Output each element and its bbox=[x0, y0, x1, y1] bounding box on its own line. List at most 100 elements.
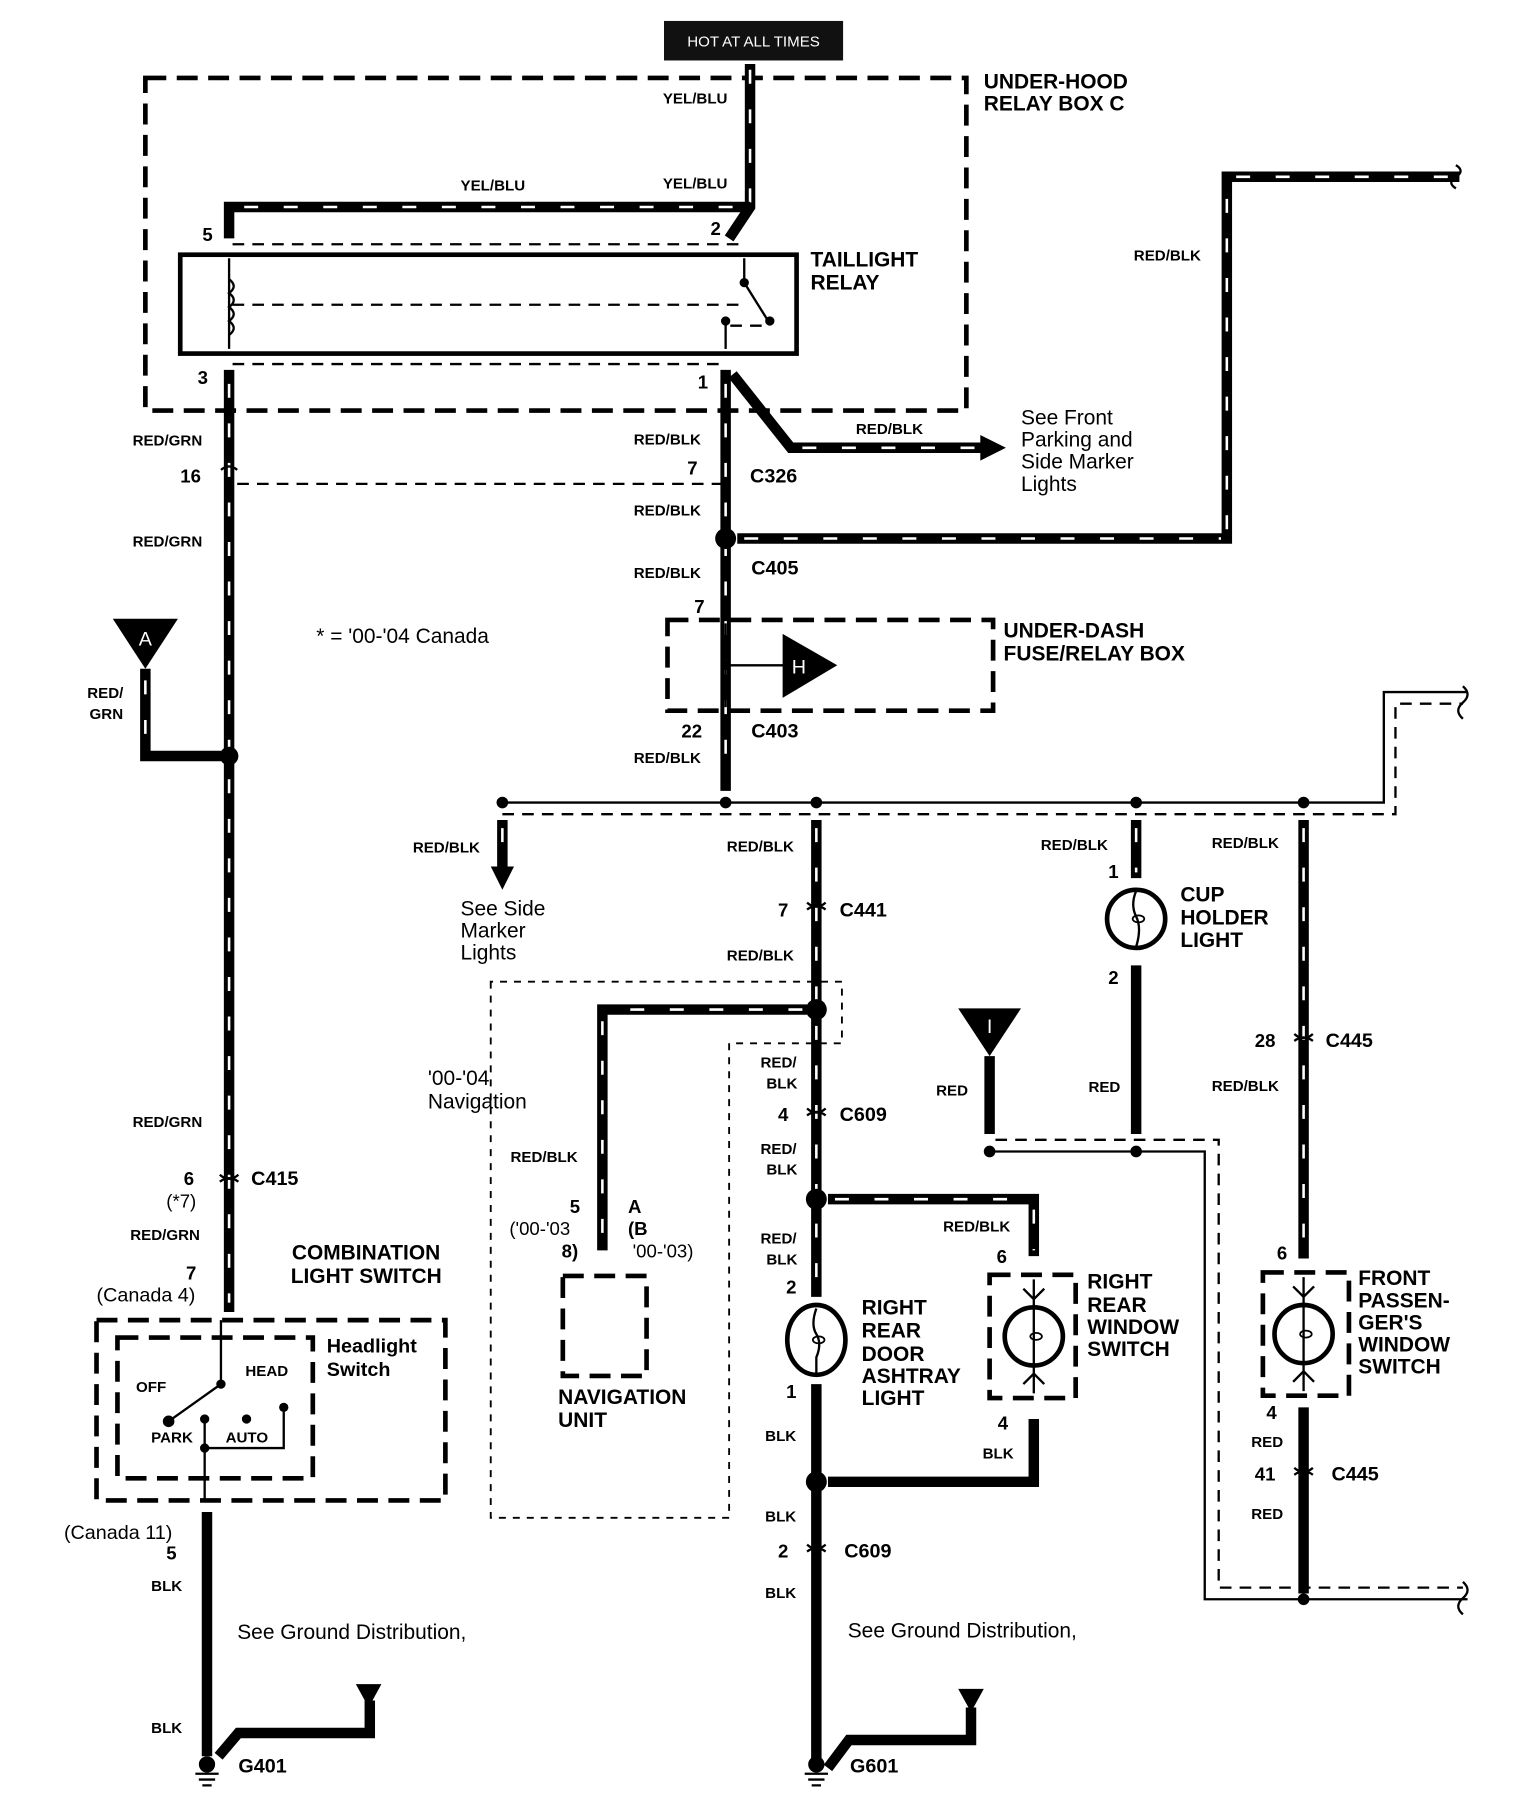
front-passenger-window-switch-label-3: GER'S bbox=[1358, 1311, 1422, 1334]
wire-label: RED/GRN bbox=[130, 1227, 200, 1244]
wire-label: YEL/BLU bbox=[663, 91, 728, 108]
pin-label: A bbox=[628, 1196, 641, 1217]
front-passenger-window-switch-label-4: WINDOW bbox=[1358, 1334, 1450, 1357]
see-side-marker-3: Lights bbox=[461, 942, 517, 965]
switch-position-park: PARK bbox=[151, 1429, 193, 1446]
right-rear-window-switch-label-3: WINDOW bbox=[1087, 1316, 1179, 1339]
ashtray-light-bulb bbox=[784, 1302, 1040, 1787]
wire-label: RED/ bbox=[761, 1141, 798, 1158]
wire-redgrn-trunk bbox=[220, 369, 721, 1312]
under-dash-fuse-box-label-2: FUSE/RELAY BOX bbox=[1004, 643, 1185, 666]
taillight-relay-label-1: TAILLIGHT bbox=[811, 248, 919, 271]
front-passenger-window-switch-label-2: PASSEN- bbox=[1358, 1289, 1449, 1312]
wire-label: YEL/BLU bbox=[461, 178, 526, 195]
wire-side-marker-branch bbox=[490, 819, 514, 890]
wire-label: RED/BLK bbox=[634, 431, 701, 448]
pin-label: 5 bbox=[202, 224, 212, 245]
wire-label: RED/ bbox=[761, 1230, 798, 1247]
wire-label: RED bbox=[936, 1083, 968, 1100]
under-hood-relay-box-label-1: UNDER-HOOD bbox=[984, 70, 1128, 93]
wire-label: GRN bbox=[90, 706, 124, 723]
pin-label: 16 bbox=[180, 466, 201, 487]
pin-label: (Canada 11) bbox=[64, 1522, 172, 1544]
wire-label: RED/BLK bbox=[1041, 837, 1108, 854]
wire-label: BLK bbox=[765, 1428, 796, 1445]
wire-label: RED bbox=[1251, 1434, 1283, 1451]
cup-holder-label-3: LIGHT bbox=[1180, 929, 1243, 952]
power-source-text: HOT AT ALL TIMES bbox=[687, 34, 820, 51]
canada-note: * = '00-'04 Canada bbox=[316, 625, 489, 648]
wire-label: RED/BLK bbox=[727, 838, 794, 855]
cup-holder-light bbox=[1104, 819, 1168, 1135]
wire-label: RED bbox=[1088, 1079, 1120, 1096]
pin-label: 28 bbox=[1255, 1030, 1276, 1051]
pin-label: 6 bbox=[997, 1246, 1007, 1267]
combination-light-switch-label-2: LIGHT SWITCH bbox=[291, 1265, 442, 1288]
wire-label: BLK bbox=[765, 1585, 796, 1602]
see-side-marker-1: See Side bbox=[461, 897, 546, 920]
wire-label: BLK bbox=[766, 1251, 797, 1268]
connector-c445-top: C445 bbox=[1326, 1030, 1373, 1052]
under-dash-fuse-box-label-1: UNDER-DASH bbox=[1004, 619, 1145, 642]
ashtray-light-label-2: REAR bbox=[862, 1320, 921, 1343]
pin-label: 7 bbox=[687, 458, 697, 479]
reference-i-letter: I bbox=[987, 1016, 992, 1038]
ground-g401: G401 bbox=[238, 1756, 286, 1778]
wire-label: RED/ bbox=[87, 685, 124, 702]
wire-label: RED/GRN bbox=[133, 1114, 203, 1131]
ground-distribution-note-left: See Ground Distribution, bbox=[237, 1621, 466, 1644]
power-source-label: HOT AT ALL TIMES bbox=[664, 20, 844, 61]
under-dash-fuse-box: H bbox=[665, 617, 996, 713]
ashtray-light-label-1: RIGHT bbox=[862, 1296, 927, 1319]
wire-label: RED/GRN bbox=[133, 432, 203, 449]
wire-label: RED/GRN bbox=[133, 534, 203, 551]
wire-label: BLK bbox=[765, 1508, 796, 1525]
nav-variant-2: Navigation bbox=[428, 1090, 527, 1113]
see-front-parking-2: Parking and bbox=[1021, 429, 1133, 452]
pin-label: '00-'03) bbox=[633, 1240, 694, 1261]
pin-label: (Canada 4) bbox=[97, 1285, 196, 1307]
pin-label: 7 bbox=[694, 596, 704, 617]
under-hood-relay-box-outline bbox=[143, 75, 969, 413]
wire-redblk-trunk bbox=[715, 164, 1462, 791]
connector-c441: C441 bbox=[840, 900, 887, 922]
under-hood-relay-box-label-2: RELAY BOX C bbox=[984, 92, 1125, 115]
pin-label: 5 bbox=[166, 1543, 176, 1564]
right-rear-window-switch-label-4: SWITCH bbox=[1087, 1338, 1170, 1361]
pin-label: 8) bbox=[562, 1240, 579, 1261]
wire-label: RED/BLK bbox=[634, 750, 701, 767]
pin-label: (B bbox=[628, 1218, 648, 1239]
right-rear-window-switch-label-1: RIGHT bbox=[1087, 1271, 1152, 1294]
pin-label: 4 bbox=[778, 1104, 789, 1125]
wire-label: RED bbox=[1251, 1506, 1283, 1523]
connector-c403: C403 bbox=[751, 720, 798, 742]
pin-label: 41 bbox=[1255, 1464, 1276, 1485]
connector-c415: C415 bbox=[251, 1168, 298, 1190]
pin-label: 4 bbox=[1266, 1402, 1277, 1423]
wire-label: RED/BLK bbox=[727, 948, 794, 965]
wire-label: BLK bbox=[151, 1578, 182, 1595]
red-bus bbox=[983, 1138, 1469, 1616]
wire-label: RED/BLK bbox=[1212, 835, 1279, 852]
pin-label: 5 bbox=[570, 1196, 580, 1217]
reference-a-letter: A bbox=[139, 629, 153, 651]
pin-label: 4 bbox=[998, 1412, 1009, 1433]
switch-position-off: OFF bbox=[136, 1379, 166, 1396]
pin-label: ('00-'03 bbox=[509, 1218, 570, 1239]
wire-label: RED/BLK bbox=[634, 565, 701, 582]
distribution-bus bbox=[496, 685, 1469, 816]
ground-g601: G601 bbox=[850, 1756, 898, 1778]
navigation-variant-area bbox=[489, 980, 843, 1519]
headlight-switch-label-1: Headlight bbox=[327, 1336, 417, 1358]
front-passenger-window-switch-label-1: FRONT bbox=[1358, 1267, 1430, 1290]
cup-holder-label-2: HOLDER bbox=[1180, 907, 1268, 930]
wire-label: RED/BLK bbox=[1134, 248, 1201, 265]
wire-label: RED/BLK bbox=[413, 840, 480, 857]
wire-label: RED/BLK bbox=[511, 1149, 578, 1166]
pin-label: 1 bbox=[786, 1381, 796, 1402]
taillight-relay-label-2: RELAY bbox=[811, 272, 880, 295]
connector-c609-bottom: C609 bbox=[844, 1540, 891, 1562]
see-side-marker-2: Marker bbox=[461, 919, 526, 942]
wire-label: YEL/BLU bbox=[663, 175, 728, 192]
